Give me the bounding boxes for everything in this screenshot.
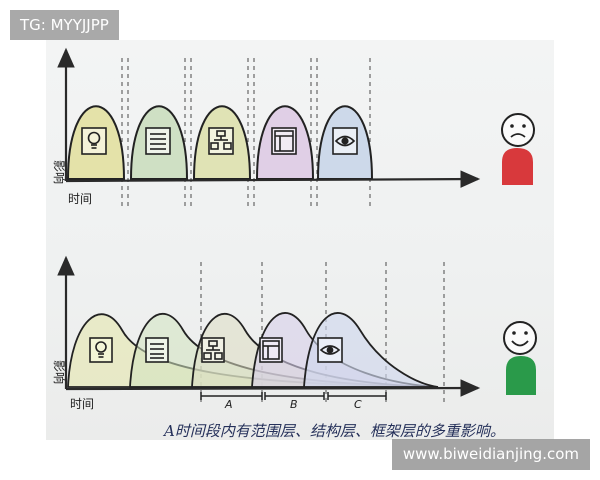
flowchart-icon bbox=[208, 127, 234, 155]
top-x-label: 时间 bbox=[68, 192, 92, 206]
span-label-b: B bbox=[290, 398, 298, 411]
sad-face-figure bbox=[501, 113, 535, 185]
watermark-bottom: www.biweidianjing.com bbox=[391, 439, 590, 470]
happy-face-figure bbox=[503, 321, 537, 395]
eye-icon bbox=[317, 337, 343, 363]
list-icon bbox=[145, 127, 171, 155]
eye-icon bbox=[332, 127, 358, 155]
span-label-a: A bbox=[224, 398, 233, 411]
bottom-diagram: 时间 影响 A B C bbox=[52, 255, 537, 411]
bottom-x-label: 时间 bbox=[70, 397, 94, 411]
top-dashed-lines bbox=[121, 58, 371, 208]
top-diagram: 时间 影响 bbox=[52, 47, 535, 208]
bottom-y-label: 影响 bbox=[52, 360, 67, 384]
diagram-canvas: 时间 影响 bbox=[52, 47, 537, 440]
top-y-label: 影响 bbox=[52, 160, 67, 184]
handwritten-note: A时间段内有范围层、结构层、框架层的多重影响。 bbox=[162, 422, 505, 440]
list-icon bbox=[145, 337, 169, 363]
lightbulb-icon bbox=[81, 127, 107, 155]
bottom-x-axis bbox=[65, 379, 481, 397]
layout-icon bbox=[259, 337, 283, 363]
bottom-curve-5 bbox=[303, 312, 439, 388]
lightbulb-icon bbox=[89, 337, 113, 363]
watermark-top: TG: MYYJJPP bbox=[10, 10, 119, 40]
flowchart-icon bbox=[201, 337, 225, 363]
book-photo: 时间 影响 bbox=[46, 40, 554, 440]
top-x-axis bbox=[65, 170, 481, 188]
span-label-c: C bbox=[354, 398, 362, 411]
span-brackets bbox=[200, 392, 387, 400]
layout-icon bbox=[271, 127, 297, 155]
